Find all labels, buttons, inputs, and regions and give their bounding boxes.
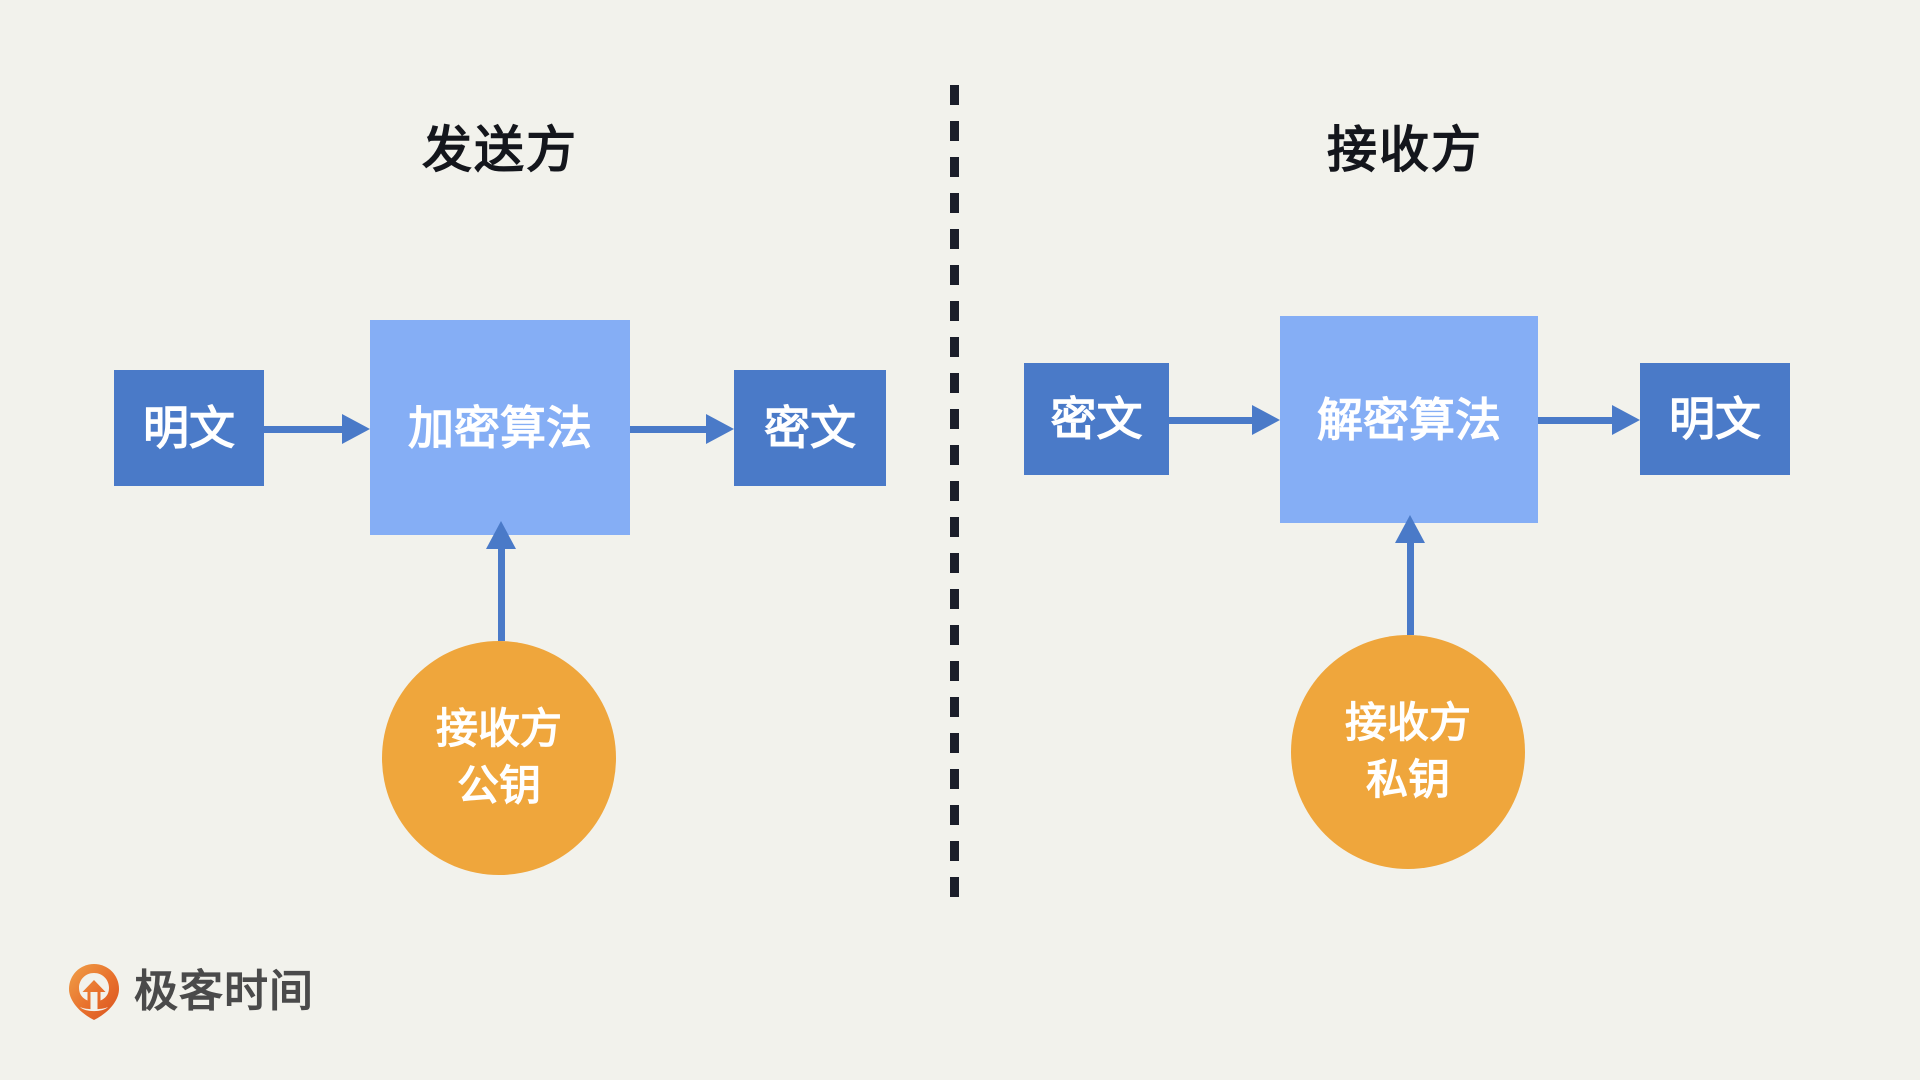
public-key-label-line1: 接收方: [435, 705, 562, 753]
divider-dash: [950, 805, 959, 825]
sender-section-title: 发送方: [422, 122, 578, 178]
divider-dash: [950, 229, 959, 249]
public-key-circle: 接收方 公钥: [382, 641, 616, 875]
divider-dash: [950, 877, 959, 897]
divider-dash: [950, 661, 959, 681]
private-key-label-line2: 私钥: [1365, 756, 1450, 803]
arrow-shaft: [630, 426, 706, 433]
divider-dash: [950, 157, 959, 177]
arrow-head-icon: [706, 414, 734, 444]
decrypt-algorithm-box: 解密算法: [1280, 316, 1538, 523]
divider-dash: [950, 85, 959, 105]
arrow-shaft: [1407, 541, 1414, 635]
private-key-circle: 接收方 私钥: [1291, 635, 1525, 869]
arrow-decrypt-algorithm-to-plaintext: [1538, 405, 1640, 435]
arrow-shaft: [1538, 417, 1612, 424]
private-key-label-line1: 接收方: [1344, 699, 1471, 747]
arrow-head-icon: [342, 414, 370, 444]
divider-dash: [950, 769, 959, 789]
divider-dash: [950, 121, 959, 141]
divider-dash: [950, 481, 959, 501]
divider-dash: [950, 409, 959, 429]
arrow-encrypt-algorithm-to-ciphertext: [630, 414, 734, 444]
divider-dash: [950, 373, 959, 393]
divider-dash: [950, 697, 959, 717]
arrow-head-icon: [1612, 405, 1640, 435]
divider-dash: [950, 265, 959, 285]
public-key-label-line2: 公钥: [456, 762, 541, 809]
brand-logo: 极客时间: [68, 963, 314, 1021]
arrow-shaft: [1169, 417, 1252, 424]
divider-dash: [950, 517, 959, 537]
arrow-ciphertext-to-decrypt-algorithm: [1169, 405, 1280, 435]
divider-dash: [950, 193, 959, 213]
divider-dash: [950, 733, 959, 753]
receiver-plaintext-box: 明文: [1640, 363, 1790, 475]
geek-time-pin-icon: [69, 964, 119, 1020]
sender-ciphertext-box: 密文: [734, 370, 886, 486]
divider-dash: [950, 301, 959, 321]
divider-dash: [950, 445, 959, 465]
divider-dash: [950, 337, 959, 357]
arrow-plaintext-to-encrypt-algorithm: [264, 414, 370, 444]
divider-dash: [950, 625, 959, 645]
arrow-public-key-to-encrypt-algorithm: [486, 521, 516, 641]
receiver-ciphertext-box: 密文: [1024, 363, 1169, 475]
arrow-shaft: [498, 547, 505, 641]
divider-dash: [950, 841, 959, 861]
arrow-shaft: [264, 426, 342, 433]
sender-plaintext-box: 明文: [114, 370, 264, 486]
arrow-head-icon: [1252, 405, 1280, 435]
logo-wordmark-text: 极客时间: [134, 967, 314, 1016]
receiver-section-title: 接收方: [1327, 122, 1483, 178]
divider-dash: [950, 553, 959, 573]
arrow-private-key-to-decrypt-algorithm: [1395, 515, 1425, 635]
divider-dash: [950, 589, 959, 609]
encrypt-algorithm-box: 加密算法: [370, 320, 630, 535]
vertical-dashed-divider: [950, 85, 959, 930]
